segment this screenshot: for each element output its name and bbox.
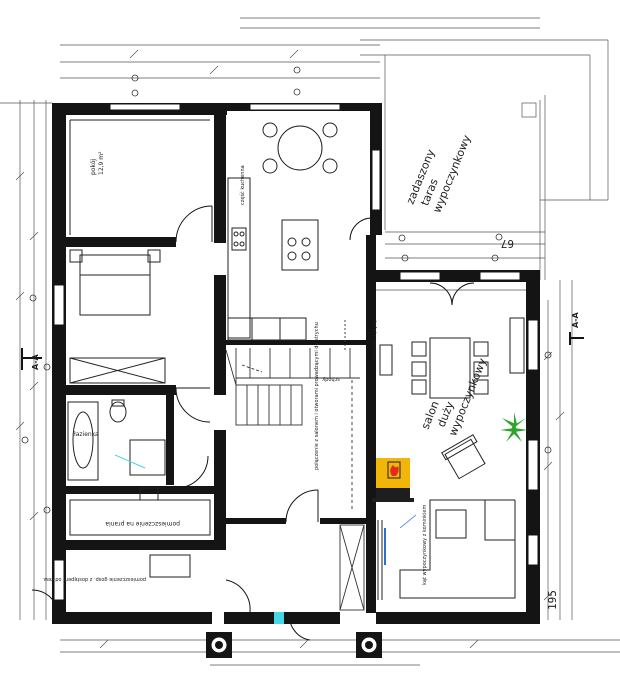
laundry-counter	[69, 499, 211, 578]
accent-line-2	[399, 514, 417, 529]
bed	[69, 119, 210, 316]
kitchen-label: część kuchenna	[239, 165, 246, 205]
glass-entry-door	[274, 612, 284, 624]
living-label-line3: wypoczynkowy	[446, 356, 489, 438]
entry-note: pomieszczenie gosp. z dostępem od zew.	[42, 576, 146, 582]
section-label-right: A-A	[571, 311, 580, 328]
stair-label: schody	[322, 376, 340, 382]
bedroom-label: pokój 12,9 m²	[90, 151, 105, 175]
stairs	[225, 320, 365, 611]
terrace-label-line3: wypoczynkowy	[430, 133, 473, 215]
wardrobe	[69, 357, 166, 384]
living-dining-set	[379, 317, 525, 399]
living-label: salon duży wypoczynkowy	[419, 356, 490, 438]
dimension-67: 67	[501, 237, 514, 250]
bathroom-fixtures	[67, 399, 166, 501]
doors	[31, 205, 475, 641]
laundry-label: pomieszczenie na prania	[105, 520, 180, 527]
dimension-markers	[21, 66, 552, 514]
section-marker-right	[569, 332, 584, 345]
sofa-note: kąt wypoczynkowy z kominkiem	[422, 505, 428, 585]
kitchen-counter	[227, 177, 319, 341]
section-label-left: A-A	[31, 353, 40, 370]
entry-columns	[211, 637, 377, 653]
sofa	[377, 499, 516, 600]
fireplace	[372, 458, 414, 502]
bathroom-label: łazienka	[74, 431, 99, 438]
stair-note: połączenie z salonem i otworami prowadzą…	[314, 322, 320, 470]
section-marker-left	[21, 348, 42, 370]
bedroom-name: pokój	[90, 159, 97, 175]
dimension-195: 195	[546, 590, 559, 610]
bedroom-area: 12,9 m²	[98, 151, 105, 175]
windows	[53, 103, 539, 601]
dining-table	[262, 122, 338, 174]
terrace-label: zadaszony taras wypoczynkowy	[404, 133, 474, 215]
plant-icon	[500, 412, 528, 442]
fireplace-note: kominek z płytą	[372, 320, 378, 360]
armchair	[441, 434, 486, 480]
